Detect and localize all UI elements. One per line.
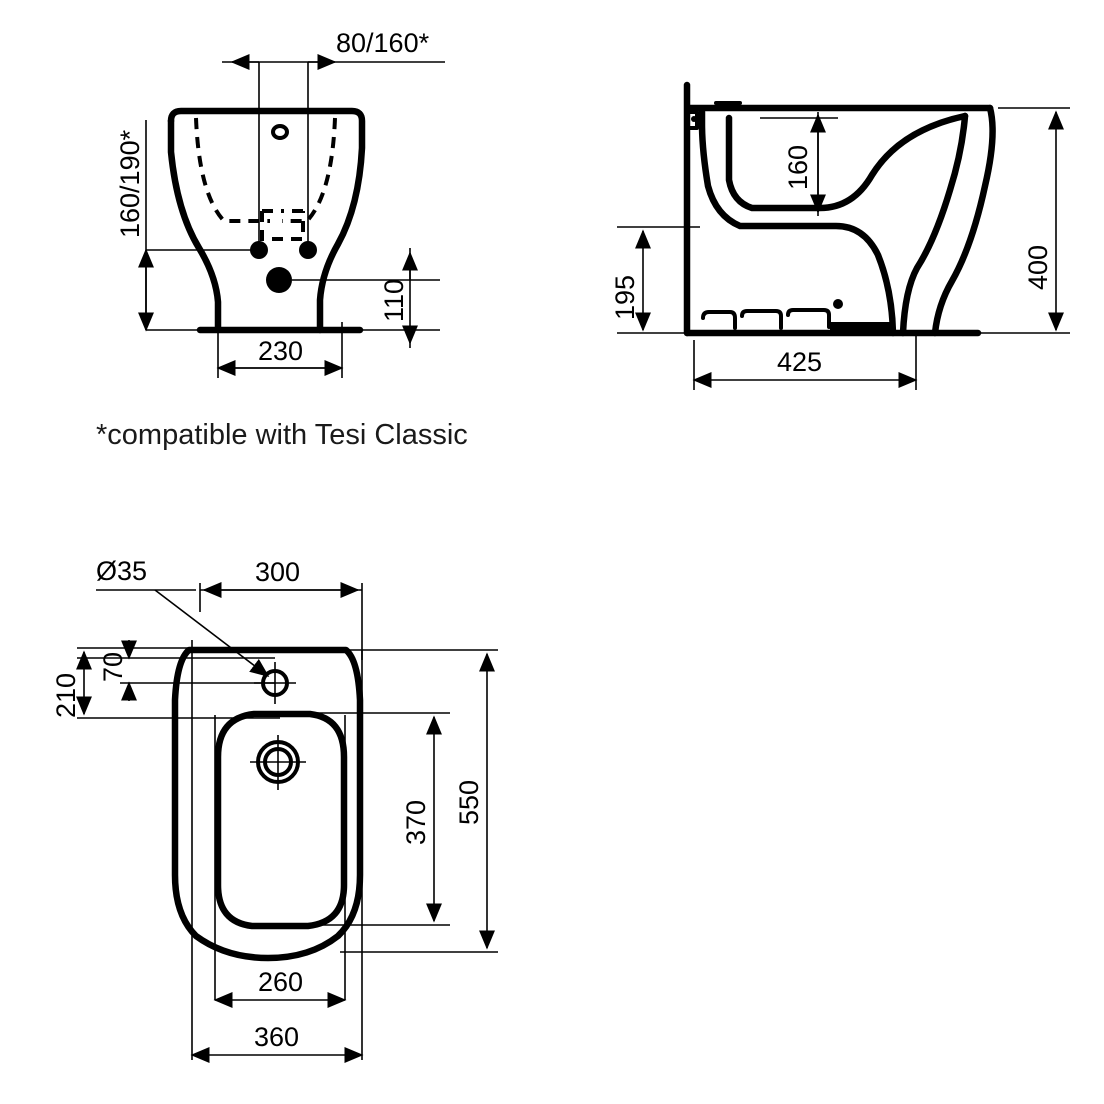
plan-view-dimension-left: 210 xyxy=(51,650,92,718)
side-projection-label: 425 xyxy=(777,347,822,377)
plan-view-tap-hole xyxy=(254,662,296,704)
side-view-dimension-right: 400 xyxy=(1023,110,1064,332)
front-tap-spacing-label: 80/160* xyxy=(336,28,430,58)
front-view-dimension-bottom: 230 xyxy=(216,336,344,376)
side-view-rim xyxy=(686,101,994,112)
side-view-dimension-inner: 160 xyxy=(783,113,826,214)
plan-view-bowl-outline xyxy=(214,710,348,930)
plan-view-diameter-leader: Ø35 xyxy=(96,556,270,677)
plan-tap-offset-y-label: 70 xyxy=(98,652,128,682)
front-view-body-outline xyxy=(167,107,366,334)
side-bowl-depth-label: 160 xyxy=(783,145,813,190)
plan-view-dimension-bottom-inner: 260 xyxy=(213,967,347,1008)
plan-bowl-length-label: 370 xyxy=(401,800,431,845)
front-base-height-label: 110 xyxy=(379,279,409,322)
side-total-height-label: 400 xyxy=(1023,245,1053,290)
front-base-width-label: 230 xyxy=(258,336,303,366)
front-view-dimension-right: 110 xyxy=(379,251,418,345)
front-view: 80/160* 160/190* 110 230 xyxy=(115,28,445,378)
plan-rear-to-bowl-label: 210 xyxy=(51,673,81,718)
plan-view: Ø35 300 70 210 370 xyxy=(51,556,498,1063)
plan-view-dimension-right: 550 xyxy=(454,652,495,950)
front-view-dimension-top: 80/160* xyxy=(230,28,430,70)
plan-view-waste-outlet xyxy=(250,735,306,790)
plan-view-dimension-left-inner: 70 xyxy=(98,640,137,701)
plan-view-dimension-top: 300 xyxy=(202,557,360,598)
plan-bowl-width-label: 260 xyxy=(258,967,303,997)
front-view-hidden-bowl-outline xyxy=(194,117,337,241)
front-view-tap-holes xyxy=(250,241,317,293)
plan-view-outer-outline xyxy=(171,646,364,962)
front-view-dimension-left: 160/190* xyxy=(115,129,154,332)
plan-total-width-label: 360 xyxy=(254,1022,299,1052)
side-view-dimension-left: 195 xyxy=(610,229,651,332)
side-view-floor xyxy=(683,299,982,337)
plan-tap-diameter-label: Ø35 xyxy=(96,556,147,586)
plan-view-dimension-bottom: 360 xyxy=(190,1022,364,1063)
side-view: 160 195 400 425 xyxy=(610,81,1070,390)
side-view-dimension-bottom: 425 xyxy=(692,347,918,388)
plan-tap-offset-x-label: 300 xyxy=(255,557,300,587)
front-rim-height-label: 160/190* xyxy=(115,129,145,238)
plan-view-dimension-right-inner: 370 xyxy=(401,715,442,923)
front-view-overflow-slot xyxy=(271,124,289,140)
side-view-hinge-detail xyxy=(688,110,699,130)
side-waste-height-label: 195 xyxy=(610,275,640,320)
plan-total-length-label: 550 xyxy=(454,780,484,825)
side-view-body-outline xyxy=(698,104,996,337)
compatibility-note: *compatible with Tesi Classic xyxy=(96,419,468,451)
